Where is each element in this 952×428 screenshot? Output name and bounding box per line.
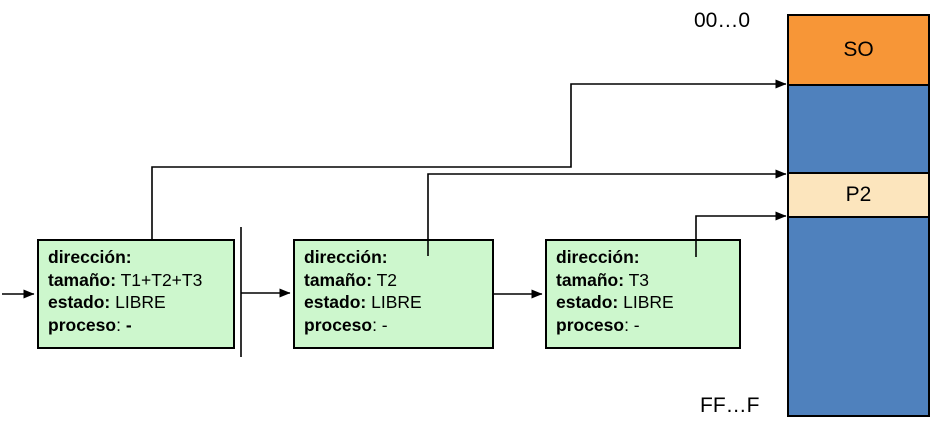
field-value: T1+T2+T3 [116, 269, 203, 290]
field-value: LIBRE [366, 292, 422, 312]
field-value: : - [372, 314, 388, 335]
field-label: estado: [48, 292, 111, 312]
node-field-line: dirección: [48, 246, 224, 269]
node-field-line: proceso: - [48, 314, 224, 337]
field-value: LIBRE [110, 292, 166, 312]
field-label: dirección: [304, 247, 388, 267]
field-label: proceso [48, 314, 117, 335]
field-label: tamaño: [48, 269, 117, 290]
node-field-line: dirección: [304, 246, 483, 269]
node-field-line: estado: LIBRE [48, 291, 224, 314]
node-field-line: tamaño: T1+T2+T3 [48, 269, 224, 292]
field-label: tamaño: [556, 269, 625, 290]
field-label: proceso [556, 314, 625, 335]
field-value: : [116, 314, 126, 335]
field-value: : - [624, 314, 640, 335]
field-label: proceso [304, 314, 373, 335]
node-field-line: proceso: - [304, 314, 483, 337]
field-label: dirección: [48, 247, 132, 267]
field-value: LIBRE [618, 292, 674, 312]
memory-segment-label: P2 [845, 183, 872, 206]
node-field-line: tamaño: T2 [304, 269, 483, 292]
field-label: tamaño: [304, 269, 373, 290]
node-field-line: proceso: - [556, 314, 730, 337]
memory-segment-label: SO [843, 38, 874, 61]
memory-top-address-label: 00…0 [694, 9, 751, 32]
field-value: T3 [624, 269, 650, 290]
node1-direccion-pointer-arrow [151, 79, 787, 239]
node-field-line: dirección: [556, 246, 730, 269]
node-field-line: estado: LIBRE [556, 291, 730, 314]
memory-segment-so: SO [789, 16, 928, 86]
memory-map-column: SO P2 [787, 14, 930, 417]
memory-segment-hole-1 [789, 86, 928, 172]
field-label: estado: [304, 292, 367, 312]
field-label: - [125, 314, 132, 335]
field-label: estado: [556, 292, 619, 312]
memory-segment-p2: P2 [789, 172, 928, 218]
memory-bottom-address-label: FF…F [700, 394, 760, 417]
node-field-line: estado: LIBRE [304, 291, 483, 314]
node-field-line: tamaño: T3 [556, 269, 730, 292]
memory-segment-hole-2 [789, 218, 928, 415]
field-value: T2 [372, 269, 398, 290]
field-label: dirección: [556, 247, 640, 267]
